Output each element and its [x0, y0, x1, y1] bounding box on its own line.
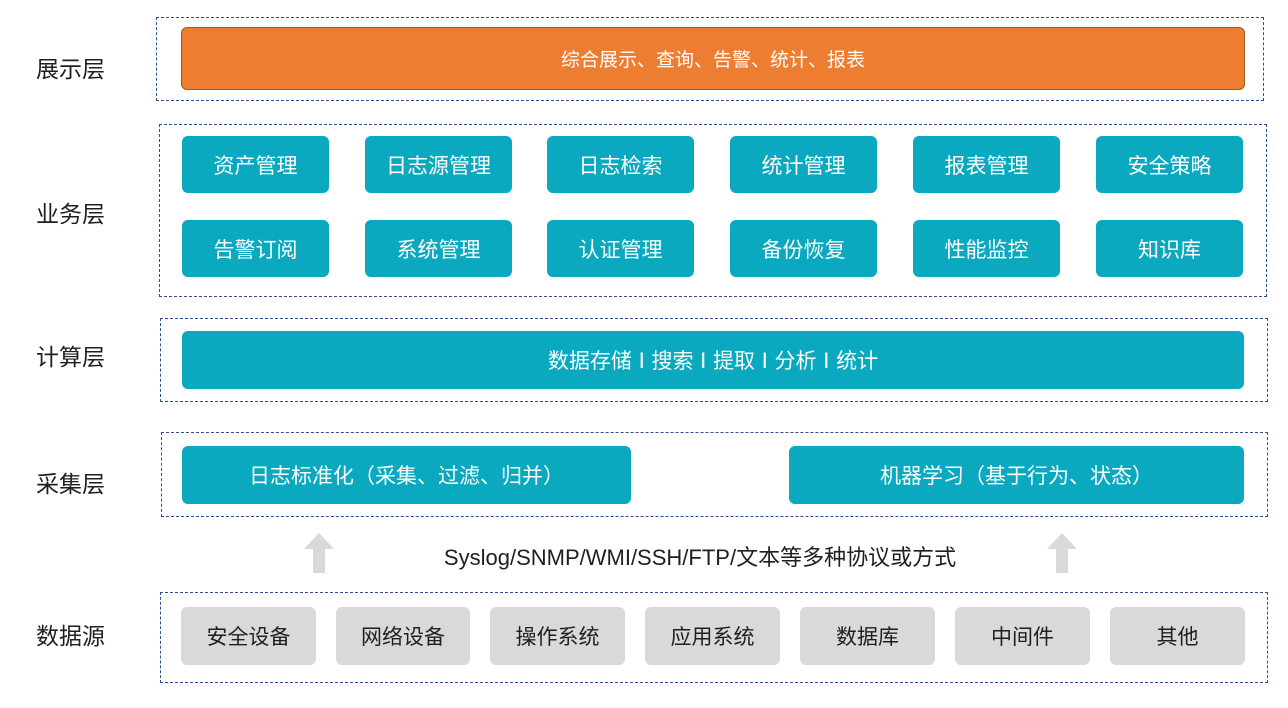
- compute-layer-box: [160, 318, 1268, 402]
- datasource-item-databases: 数据库: [800, 607, 935, 665]
- label-datasource-layer: 数据源: [36, 624, 105, 650]
- business-item-auth-management: 认证管理: [547, 220, 694, 277]
- datasource-item-application-systems: 应用系统: [645, 607, 780, 665]
- collection-block-log-normalization: 日志标准化（采集、过滤、归并）: [182, 446, 631, 504]
- presentation-block: 综合展示、查询、告警、统计、报表: [181, 27, 1245, 90]
- business-item-backup-restore: 备份恢复: [730, 220, 877, 277]
- datasource-item-operating-systems: 操作系统: [490, 607, 625, 665]
- business-item-alert-subscription: 告警订阅: [182, 220, 329, 277]
- compute-block: 数据存储 I 搜索 I 提取 I 分析 I 统计: [182, 331, 1244, 389]
- datasource-item-others: 其他: [1110, 607, 1245, 665]
- datasource-layer-box: [160, 592, 1268, 683]
- business-item-report-management: 报表管理: [913, 136, 1060, 193]
- business-item-log-source-management: 日志源管理: [365, 136, 512, 193]
- business-item-system-management: 系统管理: [365, 220, 512, 277]
- collection-layer-box: [161, 432, 1268, 517]
- business-item-knowledge-base: 知识库: [1096, 220, 1243, 277]
- presentation-layer-box: [156, 17, 1264, 101]
- protocols-text: Syslog/SNMP/WMI/SSH/FTP/文本等多种协议或方式: [443, 545, 957, 570]
- business-item-statistics-management: 统计管理: [730, 136, 877, 193]
- datasource-item-network-devices: 网络设备: [336, 607, 470, 665]
- business-item-asset-management: 资产管理: [182, 136, 329, 193]
- business-item-performance-monitoring: 性能监控: [913, 220, 1060, 277]
- label-compute-layer: 计算层: [36, 345, 105, 371]
- up-arrow-left-icon: [304, 533, 334, 573]
- business-item-security-policy: 安全策略: [1096, 136, 1243, 193]
- datasource-item-security-devices: 安全设备: [181, 607, 316, 665]
- business-layer-box: [159, 124, 1267, 297]
- label-business-layer: 业务层: [36, 202, 105, 228]
- up-arrow-right-icon: [1047, 533, 1077, 573]
- collection-block-machine-learning: 机器学习（基于行为、状态）: [789, 446, 1244, 504]
- label-collection-layer: 采集层: [36, 472, 105, 498]
- business-item-log-search: 日志检索: [547, 136, 694, 193]
- label-presentation-layer: 展示层: [36, 57, 105, 83]
- datasource-item-middleware: 中间件: [955, 607, 1090, 665]
